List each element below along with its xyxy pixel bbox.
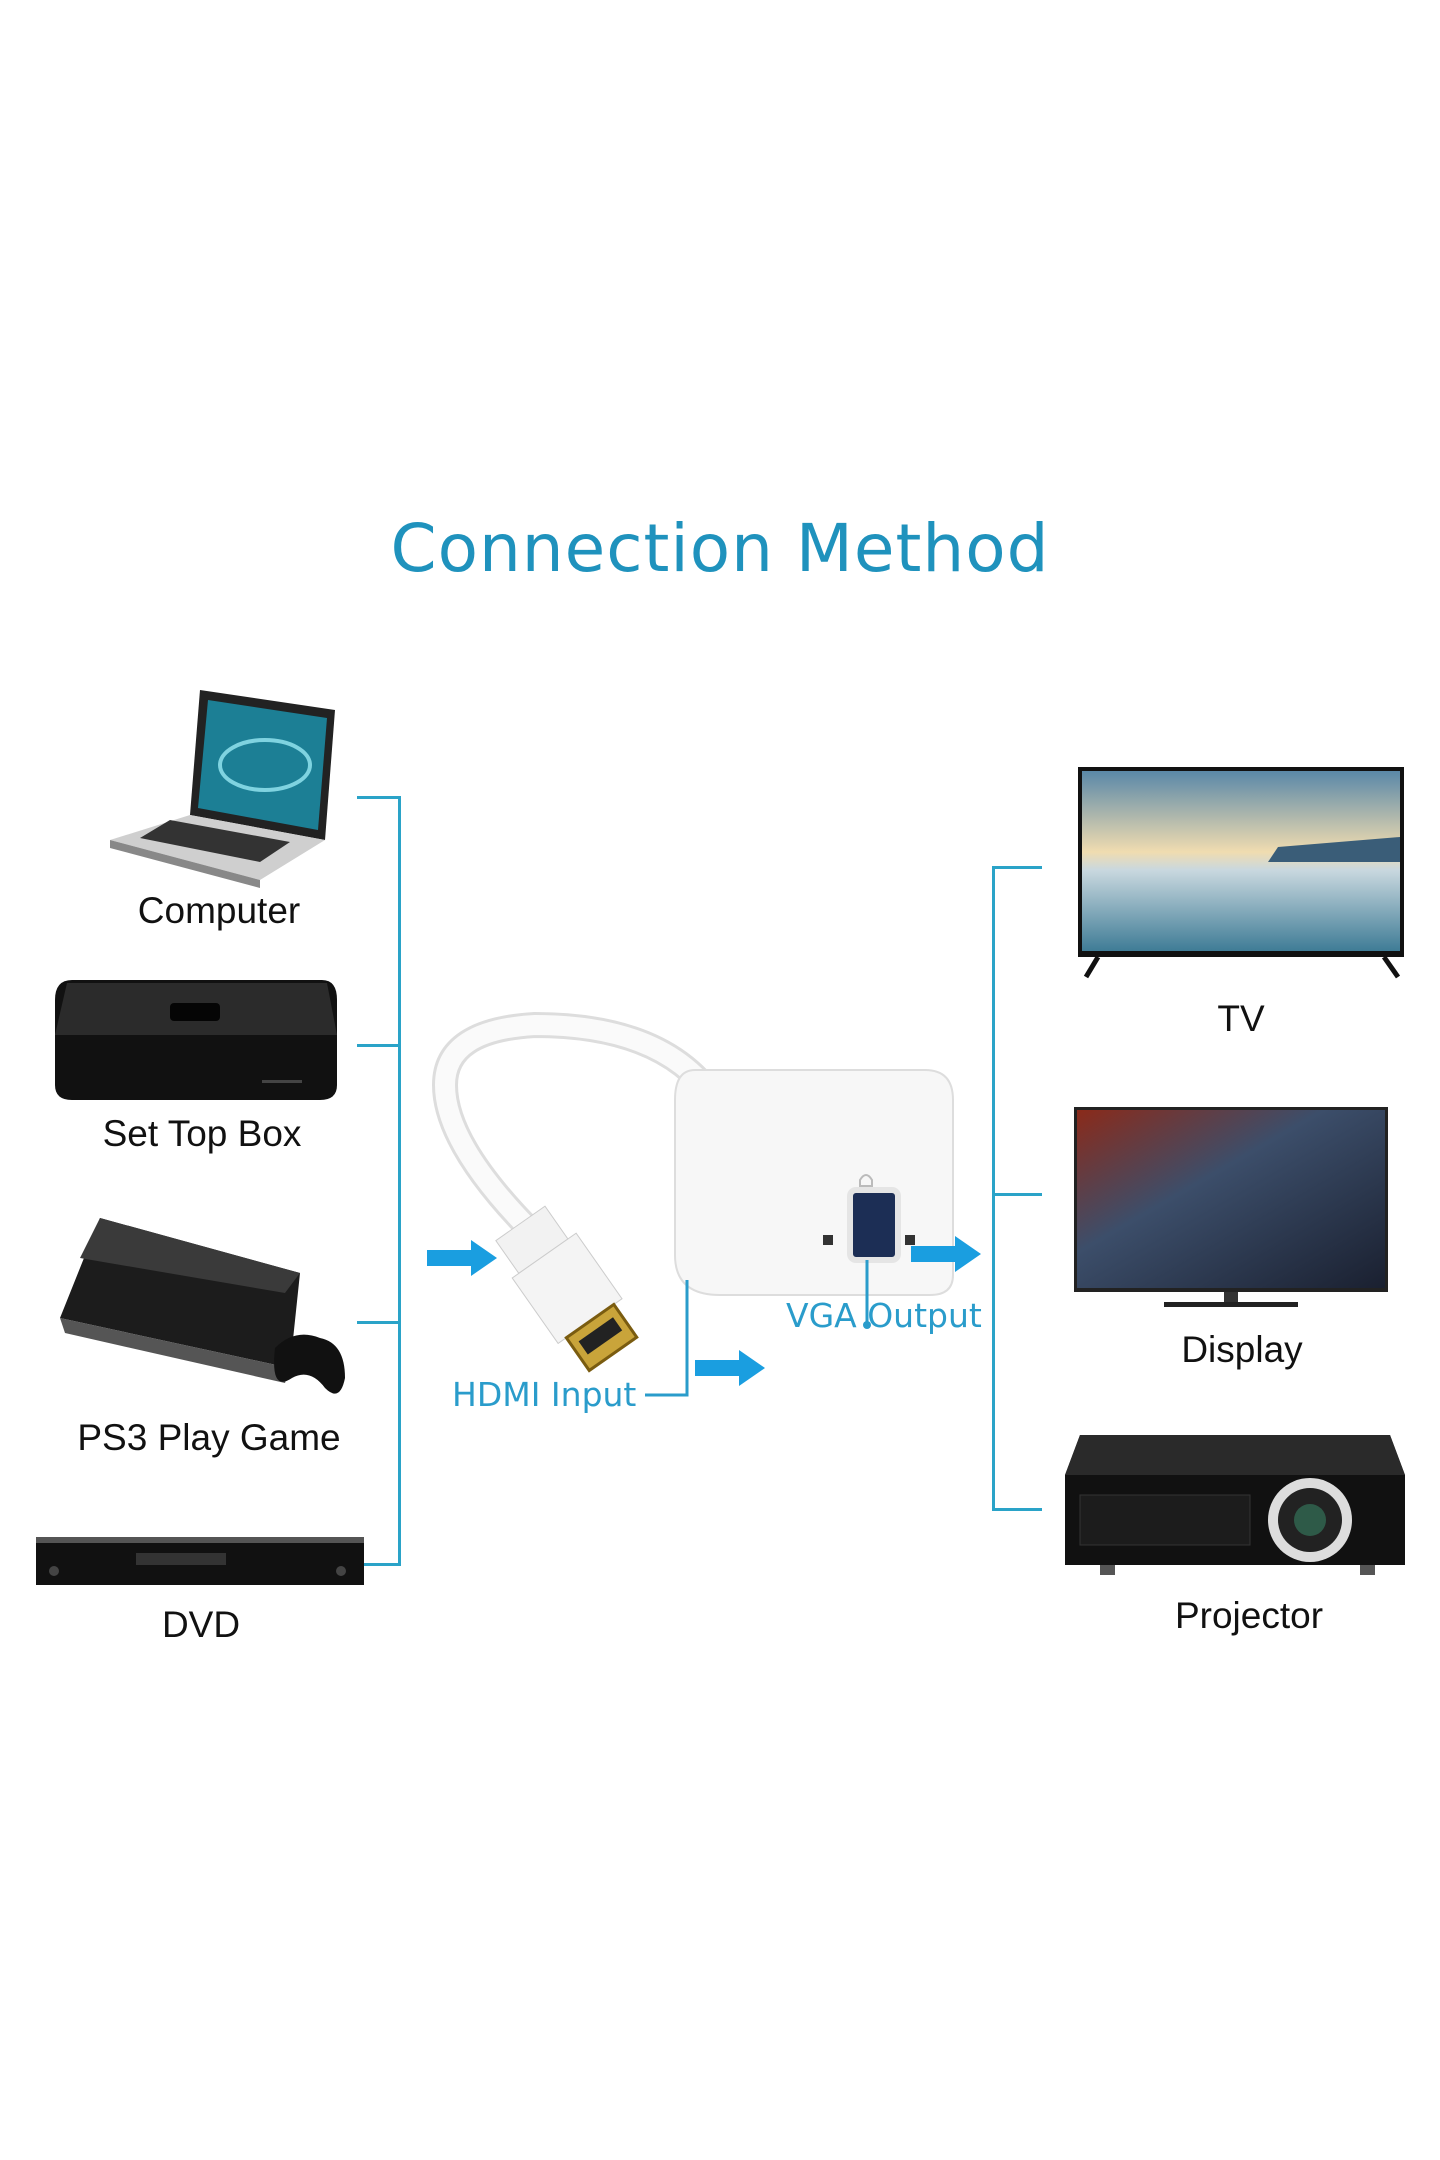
arrow-right-icon: [695, 1350, 765, 1386]
projector-icon: [1065, 1435, 1405, 1575]
set-top-box-icon: [55, 980, 337, 1100]
arrow-right-icon: [911, 1236, 981, 1272]
game-console-icon: [60, 1218, 345, 1394]
source-label: Computer: [137, 890, 301, 931]
hdmi-input-label: HDMI Input: [452, 1375, 637, 1414]
source-label: PS3 Play Game: [77, 1417, 341, 1458]
monitor-icon: [1074, 1107, 1388, 1307]
page-title: Connection Method: [390, 510, 1050, 587]
tv-icon: [1078, 767, 1404, 979]
output-label: TV: [1217, 998, 1265, 1039]
laptop-icon: [110, 690, 335, 888]
output-label: Projector: [1174, 1595, 1324, 1636]
source-label: Set Top Box: [102, 1113, 302, 1154]
hdmi-to-vga-adapter: [431, 1011, 954, 1397]
source-label: DVD: [161, 1604, 241, 1645]
vga-output-label: VGA Output: [786, 1296, 982, 1335]
arrow-right-icon: [427, 1240, 497, 1276]
dvd-player-icon: [36, 1537, 364, 1585]
output-label: Display: [1181, 1329, 1303, 1370]
